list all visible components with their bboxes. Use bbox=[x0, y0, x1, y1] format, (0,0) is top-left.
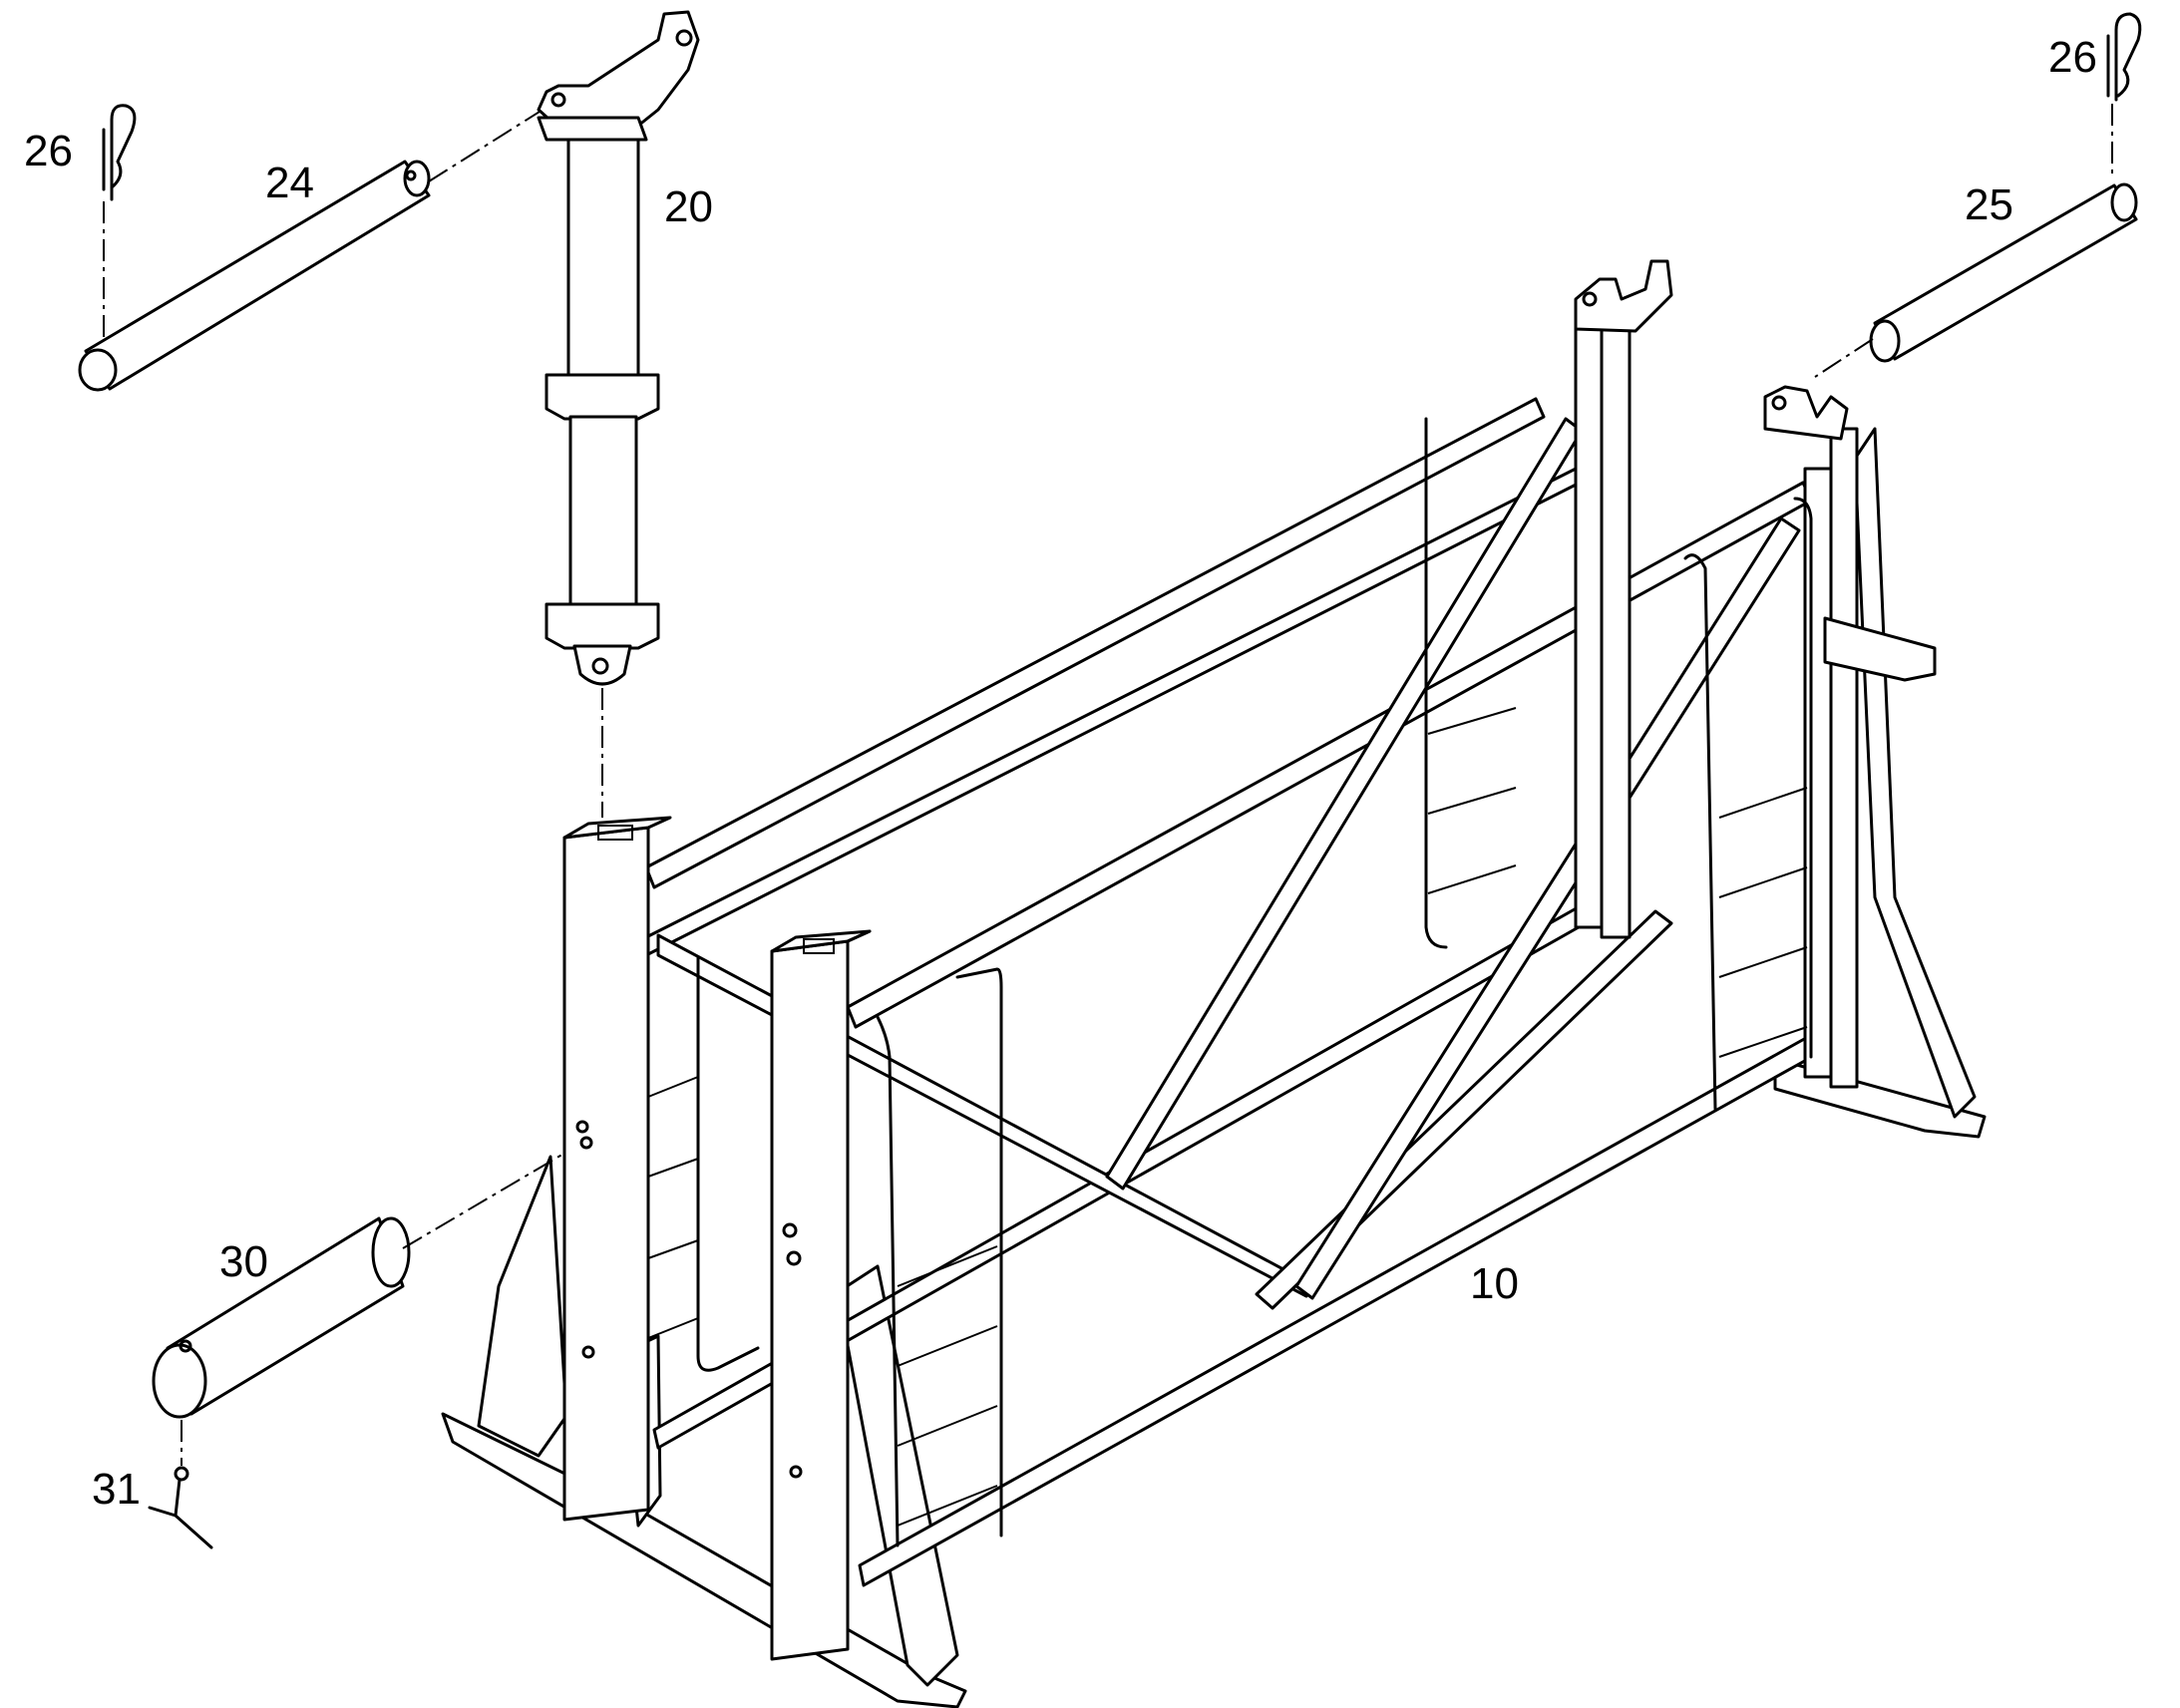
leader-24-20 bbox=[428, 99, 559, 182]
column-20 bbox=[537, 10, 700, 686]
pin-25 bbox=[1869, 182, 2138, 363]
pin-30 bbox=[152, 1216, 411, 1419]
hairpin-clip-26-right bbox=[2106, 12, 2142, 102]
pin-24 bbox=[78, 160, 431, 392]
frame-10 bbox=[441, 259, 1987, 1708]
label-31: 31 bbox=[92, 1465, 141, 1514]
label-20: 20 bbox=[664, 182, 713, 231]
label-10: 10 bbox=[1470, 1259, 1519, 1308]
label-25: 25 bbox=[1965, 180, 2013, 229]
leader-25-10 bbox=[1814, 338, 1874, 378]
hairpin-clip-26-left bbox=[102, 104, 137, 201]
label-26-right: 26 bbox=[2048, 33, 2097, 82]
label-24: 24 bbox=[265, 159, 314, 207]
label-30: 30 bbox=[219, 1237, 268, 1286]
leader-30-10 bbox=[402, 1142, 583, 1249]
linch-pin-31 bbox=[148, 1466, 213, 1549]
label-26-left: 26 bbox=[24, 127, 73, 175]
